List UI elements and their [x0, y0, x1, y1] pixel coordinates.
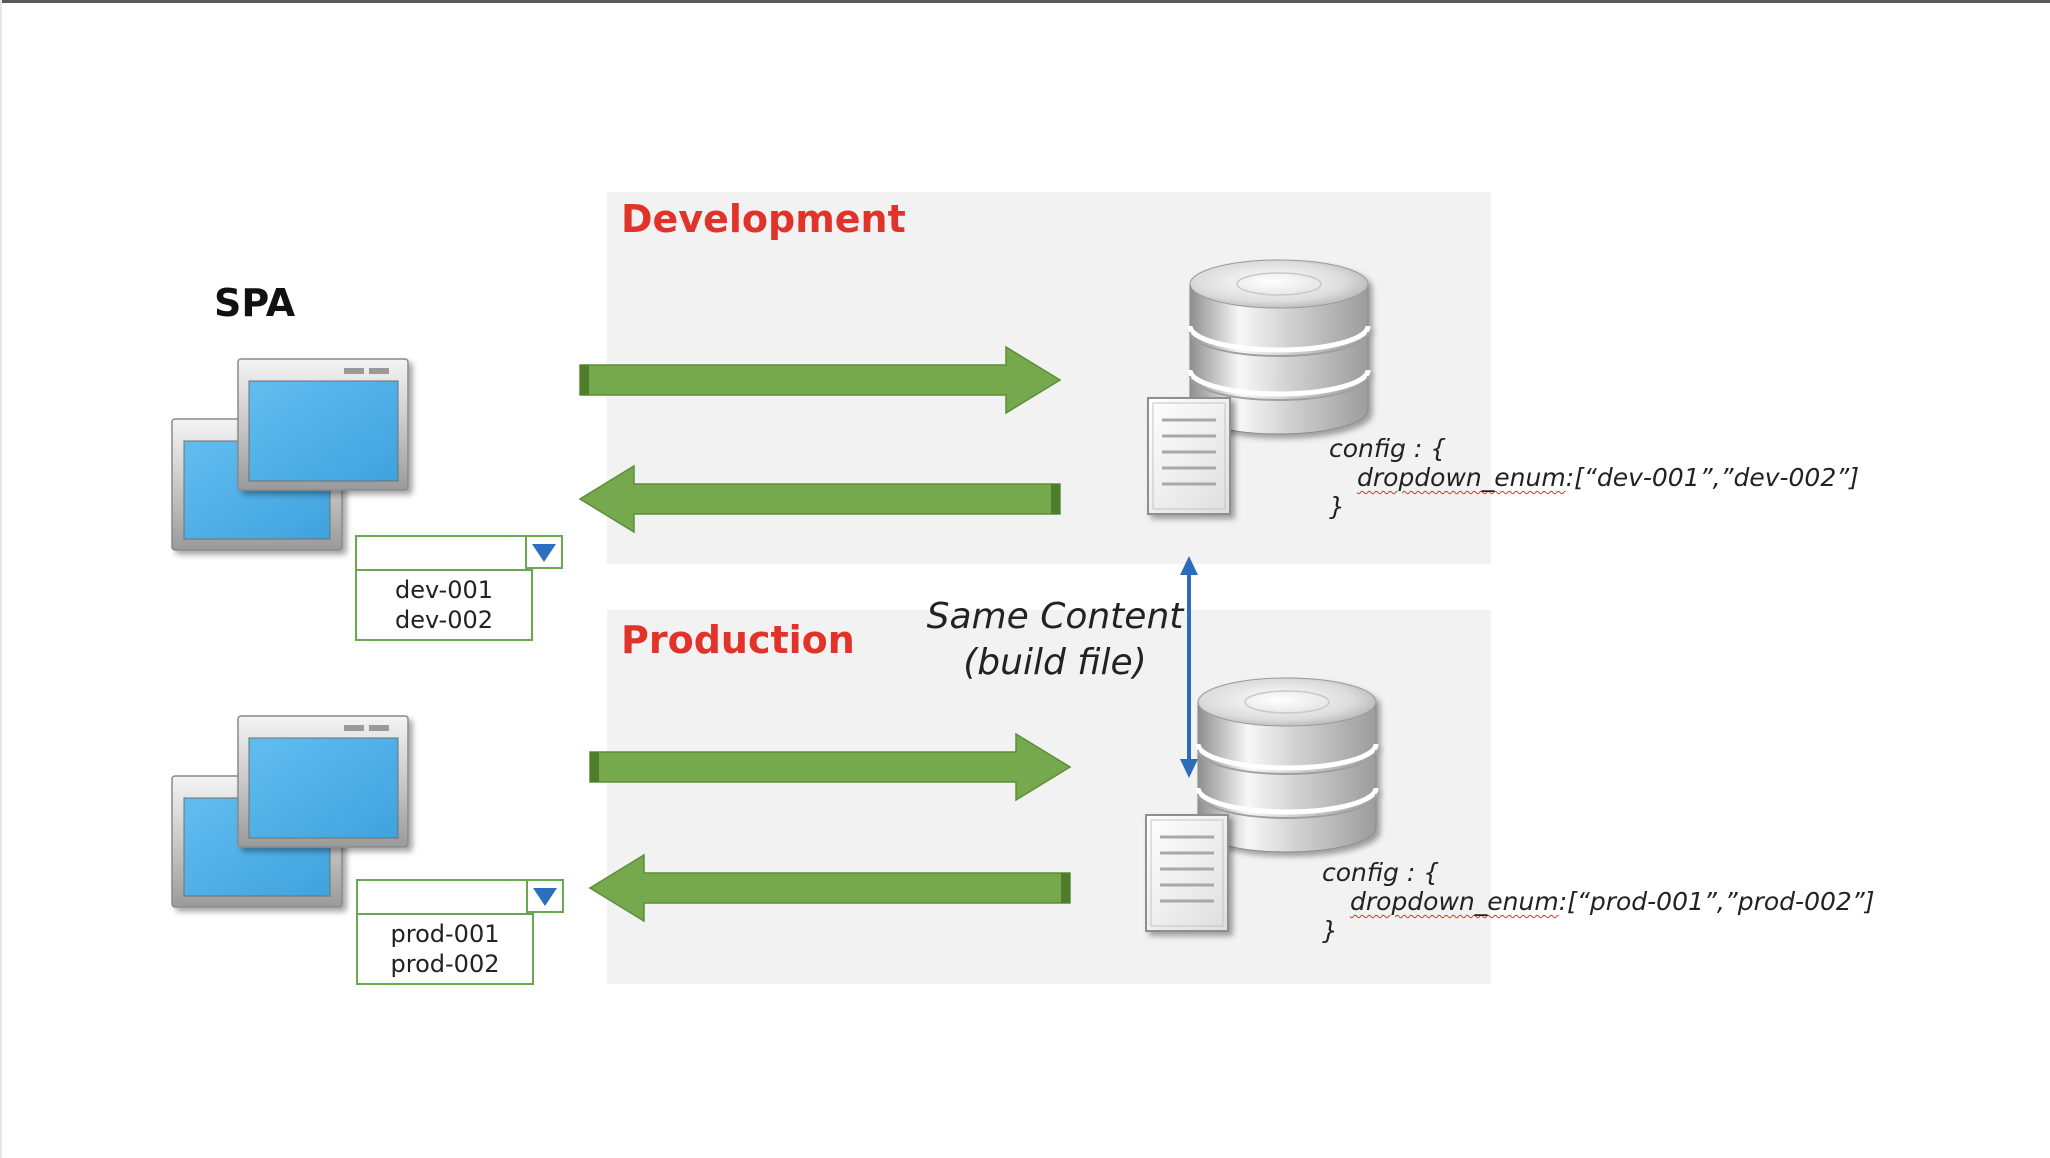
prod-request-arrow: [589, 732, 1072, 802]
production-title: Production: [621, 618, 855, 662]
development-title: Development: [621, 197, 906, 241]
dropdown-option[interactable]: dev-002: [394, 606, 494, 634]
config-value: :[“dev-001”,”dev-002”]: [1565, 463, 1859, 492]
dev-config-text: config : { dropdown_enum:[“dev-001”,”dev…: [1329, 434, 1859, 521]
prod-dropdown-select[interactable]: [358, 879, 564, 915]
triangle-down-icon: [533, 888, 557, 906]
dropdown-option[interactable]: dev-001: [394, 576, 494, 604]
same-content-label: Same Content (build file): [914, 594, 1196, 686]
config-open: config : {: [1322, 858, 1440, 887]
config-key: dropdown_enum: [1357, 463, 1566, 492]
prod-document-icon: [1146, 815, 1228, 931]
prod-config-text: config : { dropdown_enum:[“prod-001”,”pr…: [1322, 858, 1875, 945]
config-open: config : {: [1329, 434, 1447, 463]
triangle-down-icon: [532, 544, 556, 562]
config-entry: dropdown_enum:[“prod-001”,”prod-002”]: [1322, 887, 1875, 916]
config-key: dropdown_enum: [1350, 887, 1559, 916]
same-content-line2: (build file): [963, 642, 1147, 683]
dev-request-arrow: [579, 345, 1062, 415]
prod-dropdown-toggle[interactable]: [526, 879, 564, 913]
config-value: :[“prod-001”,”prod-002”]: [1558, 887, 1875, 916]
dropdown-option[interactable]: prod-001: [390, 920, 500, 948]
dev-dropdown-options: dev-001 dev-002: [357, 571, 531, 639]
same-content-line1: Same Content: [926, 596, 1184, 637]
dev-browser-windows-icon: [172, 359, 408, 550]
config-entry: dropdown_enum:[“dev-001”,”dev-002”]: [1329, 463, 1859, 492]
top-border: [0, 0, 2050, 3]
prod-dropdown[interactable]: prod-001 prod-002: [356, 879, 564, 985]
same-content-link-arrow: [1180, 556, 1198, 778]
left-border: [0, 0, 2, 1158]
dev-dropdown-toggle[interactable]: [525, 535, 563, 569]
config-close: }: [1322, 916, 1338, 945]
spa-title: SPA: [214, 281, 296, 325]
dev-document-icon: [1148, 398, 1230, 514]
dev-dropdown[interactable]: dev-001 dev-002: [355, 535, 563, 641]
prod-response-arrow: [588, 853, 1071, 923]
config-close: }: [1329, 492, 1345, 521]
dev-dropdown-select[interactable]: [357, 535, 563, 571]
dev-response-arrow: [578, 464, 1061, 534]
prod-dropdown-options: prod-001 prod-002: [358, 915, 532, 983]
dropdown-option[interactable]: prod-002: [390, 950, 500, 978]
